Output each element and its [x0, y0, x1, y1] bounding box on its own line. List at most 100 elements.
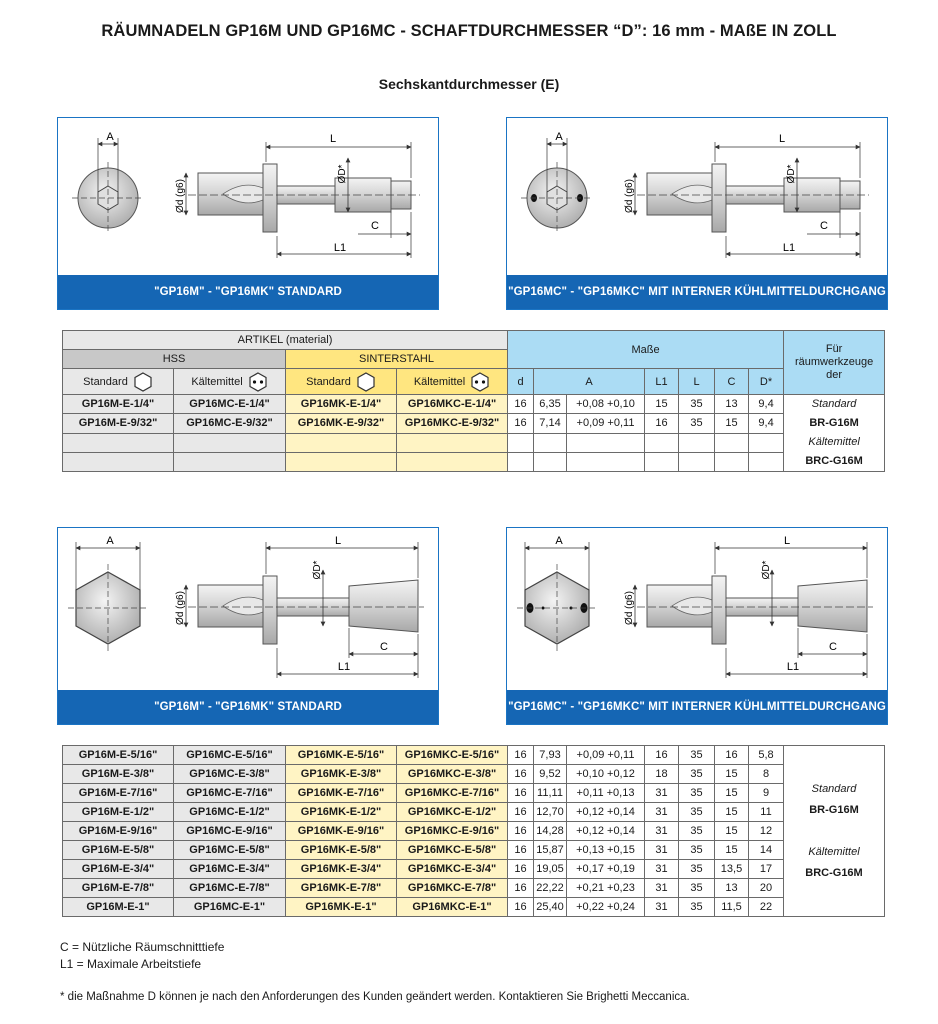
dim-label-l1: L1	[334, 242, 346, 254]
value-d: 16	[507, 878, 534, 898]
value-d-star: 12	[748, 821, 784, 841]
broach-drawing: A L ØD* Ød (g6) L1 C	[72, 131, 420, 258]
value-a-tolerance: +0,17 +0,19	[566, 859, 645, 879]
value-d: 16	[507, 821, 534, 841]
value-c: 15	[714, 821, 749, 841]
side-standard-label: Standard	[811, 398, 857, 410]
dim-label-d-star: ØD*	[786, 164, 797, 183]
value-a: 7,14	[533, 413, 567, 434]
value-l1: 31	[644, 802, 679, 822]
table-row: GP16M-E-1"GP16MC-E-1"GP16MK-E-1"GP16MKC-…	[62, 897, 885, 917]
article-hss-standard: GP16M-E-1/4"	[62, 393, 174, 415]
diagram-panel-coolant-large: A L ØD* Ød (g6) L1 C "GP16MC" - "GP16MKC…	[506, 527, 888, 725]
value-a-tolerance: +0,12 +0,14	[566, 821, 645, 841]
article-hss-coolant: GP16MC-E-9/16"	[173, 821, 286, 841]
value-l1: 31	[644, 783, 679, 803]
value-a-tolerance: +0,10 +0,12	[566, 764, 645, 784]
table-row: GP16M-E-7/16"GP16MC-E-7/16"GP16MK-E-7/16…	[62, 783, 885, 803]
article-sinter-coolant: GP16MKC-E-1"	[396, 897, 508, 917]
article-sinter-coolant: GP16MKC-E-3/4"	[396, 859, 508, 879]
article-hss-coolant: GP16MC-E-1"	[173, 897, 286, 917]
value-l: 35	[678, 413, 715, 434]
dim-label-l: L	[779, 133, 785, 145]
value-a-tolerance: +0,13 +0,15	[566, 840, 645, 860]
value-d: 16	[507, 897, 534, 917]
dim-label-l: L	[784, 535, 790, 547]
header-col-l1: L1	[644, 368, 679, 395]
article-sinter-coolant: GP16MKC-E-1/2"	[396, 802, 508, 822]
broach-drawing: A L ØD* Ød (g6) L1 C	[521, 131, 869, 258]
side-coolant-label: Kältemittel	[808, 845, 860, 858]
value-c: 15	[714, 413, 749, 434]
value-d-star: 9	[748, 783, 784, 803]
dim-label-d-star: ØD*	[337, 164, 348, 183]
article-hss-coolant: GP16MC-E-1/2"	[173, 802, 286, 822]
value-a: 22,22	[533, 878, 567, 898]
side-coolant-code: BRC-G16M	[805, 455, 863, 467]
value-l: 35	[678, 897, 715, 917]
value-l1: 31	[644, 878, 679, 898]
article-hss-standard: GP16M-E-7/8"	[62, 878, 174, 898]
article-hss-coolant: GP16MC-E-1/4"	[173, 393, 286, 415]
value-l: 35	[678, 821, 715, 841]
value-l: 35	[678, 878, 715, 898]
value-l: 35	[678, 783, 715, 803]
table-row: GP16M-E-5/8"GP16MC-E-5/8"GP16MK-E-5/8"GP…	[62, 840, 885, 860]
value-d-star: 5,8	[748, 745, 784, 765]
dim-label-l1: L1	[783, 242, 795, 254]
page-title: RÄUMNADELN GP16M UND GP16MC - SCHAFTDURC…	[101, 22, 837, 40]
article-sinter-coolant: GP16MKC-E-5/8"	[396, 840, 508, 860]
article-sinter-coolant: GP16MKC-E-9/32"	[396, 413, 508, 434]
table-row: GP16M-E-9/16"GP16MC-E-9/16"GP16MK-E-9/16…	[62, 821, 885, 841]
header-artikel: ARTIKEL (material)	[62, 330, 508, 350]
value-d-star: 20	[748, 878, 784, 898]
article-hss-standard: GP16M-E-5/16"	[62, 745, 174, 765]
article-sinter-coolant: GP16MKC-E-1/4"	[396, 393, 508, 415]
article-sinter-standard: GP16MK-E-5/16"	[285, 745, 397, 765]
note-c: C = Nützliche Räumschnitttiefe	[60, 940, 225, 954]
article-hss-standard: GP16M-E-7/16"	[62, 783, 174, 803]
value-a-tolerance: +0,21 +0,23	[566, 878, 645, 898]
value-d-star: 17	[748, 859, 784, 879]
value-d-star: 14	[748, 840, 784, 860]
side-standard-code: BR-G16M	[809, 803, 859, 816]
value-l1: 15	[644, 393, 679, 415]
article-hss-coolant: GP16MC-E-3/4"	[173, 859, 286, 879]
value-a: 6,35	[533, 393, 567, 415]
header-hss-kaeltemittel: Kältemittel	[191, 375, 243, 388]
value-d-star: 8	[748, 764, 784, 784]
article-hss-standard: GP16M-E-9/16"	[62, 821, 174, 841]
value-l1: 31	[644, 859, 679, 879]
broach-drawing: A L ØD* Ød (g6) L1 C	[517, 535, 873, 678]
article-sinter-standard: GP16MK-E-5/8"	[285, 840, 397, 860]
dim-label-a: A	[106, 131, 114, 143]
header-sinter-kaeltemittel: Kältemittel	[413, 375, 466, 388]
dim-label-c: C	[380, 641, 388, 653]
value-d: 16	[507, 840, 534, 860]
article-sinter-standard: GP16MK-E-1"	[285, 897, 397, 917]
page-subtitle: Sechskantdurchmesser (E)	[378, 76, 560, 92]
value-l: 35	[678, 840, 715, 860]
header-masse: Maße	[506, 330, 785, 369]
dim-label-c: C	[820, 220, 828, 232]
value-d: 16	[507, 802, 534, 822]
table-row-empty	[62, 451, 885, 473]
value-l: 35	[678, 393, 715, 415]
value-a: 12,70	[533, 802, 567, 822]
applicable-broaches: Standard BR-G16M Kältemittel BRC-G16M	[783, 394, 886, 472]
table-row: GP16M-E-1/2"GP16MC-E-1/2"GP16MK-E-1/2"GP…	[62, 802, 885, 822]
table-row: GP16M-E-7/8"GP16MC-E-7/8"GP16MK-E-7/8"GP…	[62, 878, 885, 898]
coolant-hexagon-icon	[471, 371, 489, 392]
value-a-tolerance: +0,22 +0,24	[566, 897, 645, 917]
value-d-star: 9,4	[747, 393, 785, 415]
table-row: GP16M-E-5/16"GP16MC-E-5/16"GP16MK-E-5/16…	[62, 745, 885, 917]
value-d: 16	[507, 764, 534, 784]
value-a: 25,40	[533, 897, 567, 917]
value-a-tolerance: +0,11 +0,13	[566, 783, 645, 803]
dim-label-c: C	[829, 641, 837, 653]
article-hss-standard: GP16M-E-9/32"	[62, 413, 174, 434]
value-c: 15	[714, 764, 749, 784]
value-l: 35	[678, 859, 715, 879]
value-a: 11,11	[533, 783, 567, 803]
